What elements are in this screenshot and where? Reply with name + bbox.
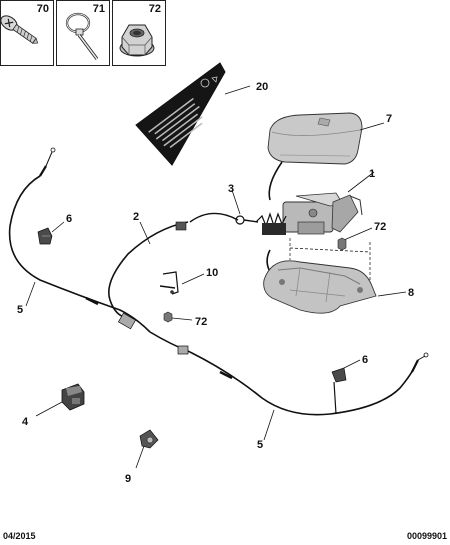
leader-line — [359, 122, 385, 131]
leader-line — [171, 317, 193, 321]
leader-line — [343, 227, 373, 241]
spring — [255, 212, 287, 235]
leader-line — [347, 171, 375, 193]
cover-part-7[interactable] — [267, 112, 363, 165]
revision-date: 04/2015 — [3, 531, 36, 541]
leader-line — [377, 291, 407, 297]
callout-3[interactable]: 3 — [228, 183, 234, 195]
leader-line — [263, 409, 275, 441]
callout-10[interactable]: 10 — [206, 267, 218, 279]
brake-cable-part-2[interactable] — [108, 212, 239, 319]
fastener-thumbnails: 70 71 72 — [0, 0, 168, 68]
callout-72-upper[interactable]: 72 — [374, 221, 386, 233]
rear-cable-left-part-5[interactable] — [8, 147, 151, 333]
clip-part-3[interactable] — [235, 215, 259, 225]
leader-line — [224, 85, 251, 95]
callout-20[interactable]: 20 — [256, 81, 268, 93]
rear-cable-right-part-5[interactable] — [149, 331, 429, 416]
clip-part-6-upper[interactable] — [37, 227, 53, 245]
callout-6-upper[interactable]: 6 — [66, 213, 72, 225]
screw-icon — [1, 15, 39, 44]
callout-9[interactable]: 9 — [125, 473, 131, 485]
alignment-guides — [289, 238, 371, 280]
thumbnail-71[interactable]: 71 — [56, 0, 110, 66]
thumbnail-72[interactable]: 72 — [112, 0, 166, 66]
callout-5-right[interactable]: 5 — [257, 439, 263, 451]
callout-72-lower[interactable]: 72 — [195, 316, 207, 328]
thumbnail-number: 72 — [148, 3, 161, 15]
support-part-10[interactable] — [159, 271, 179, 295]
mount-part-4[interactable] — [61, 383, 85, 411]
thumbnail-number: 71 — [92, 3, 105, 15]
leader-line — [35, 401, 63, 417]
thumbnail-number: 70 — [36, 3, 49, 15]
diagram-reference: 00099901 — [406, 531, 447, 541]
actuator-part-1[interactable] — [282, 192, 363, 235]
clip-part-6-lower[interactable] — [331, 367, 347, 415]
clamp-part-9[interactable] — [139, 429, 159, 449]
warning-label-part-20[interactable] — [135, 62, 226, 166]
leader-line — [231, 189, 241, 215]
callout-8[interactable]: 8 — [408, 287, 414, 299]
leader-line — [139, 221, 151, 245]
callout-2[interactable]: 2 — [133, 211, 139, 223]
callout-7[interactable]: 7 — [386, 113, 392, 125]
hex-nut-icon — [119, 24, 155, 57]
callout-1[interactable]: 1 — [369, 168, 375, 180]
leader-line — [181, 273, 205, 285]
callout-4[interactable]: 4 — [22, 416, 29, 428]
bracket-part-8[interactable] — [263, 260, 377, 314]
thumbnail-70[interactable]: 70 — [0, 0, 54, 66]
leader-line — [343, 359, 361, 369]
leader-line — [135, 445, 145, 469]
leader-line — [25, 281, 36, 307]
cable-tie-icon — [65, 12, 99, 60]
callout-6-lower[interactable]: 6 — [362, 354, 368, 366]
leader-line — [51, 221, 65, 233]
callout-5-left[interactable]: 5 — [17, 304, 23, 316]
